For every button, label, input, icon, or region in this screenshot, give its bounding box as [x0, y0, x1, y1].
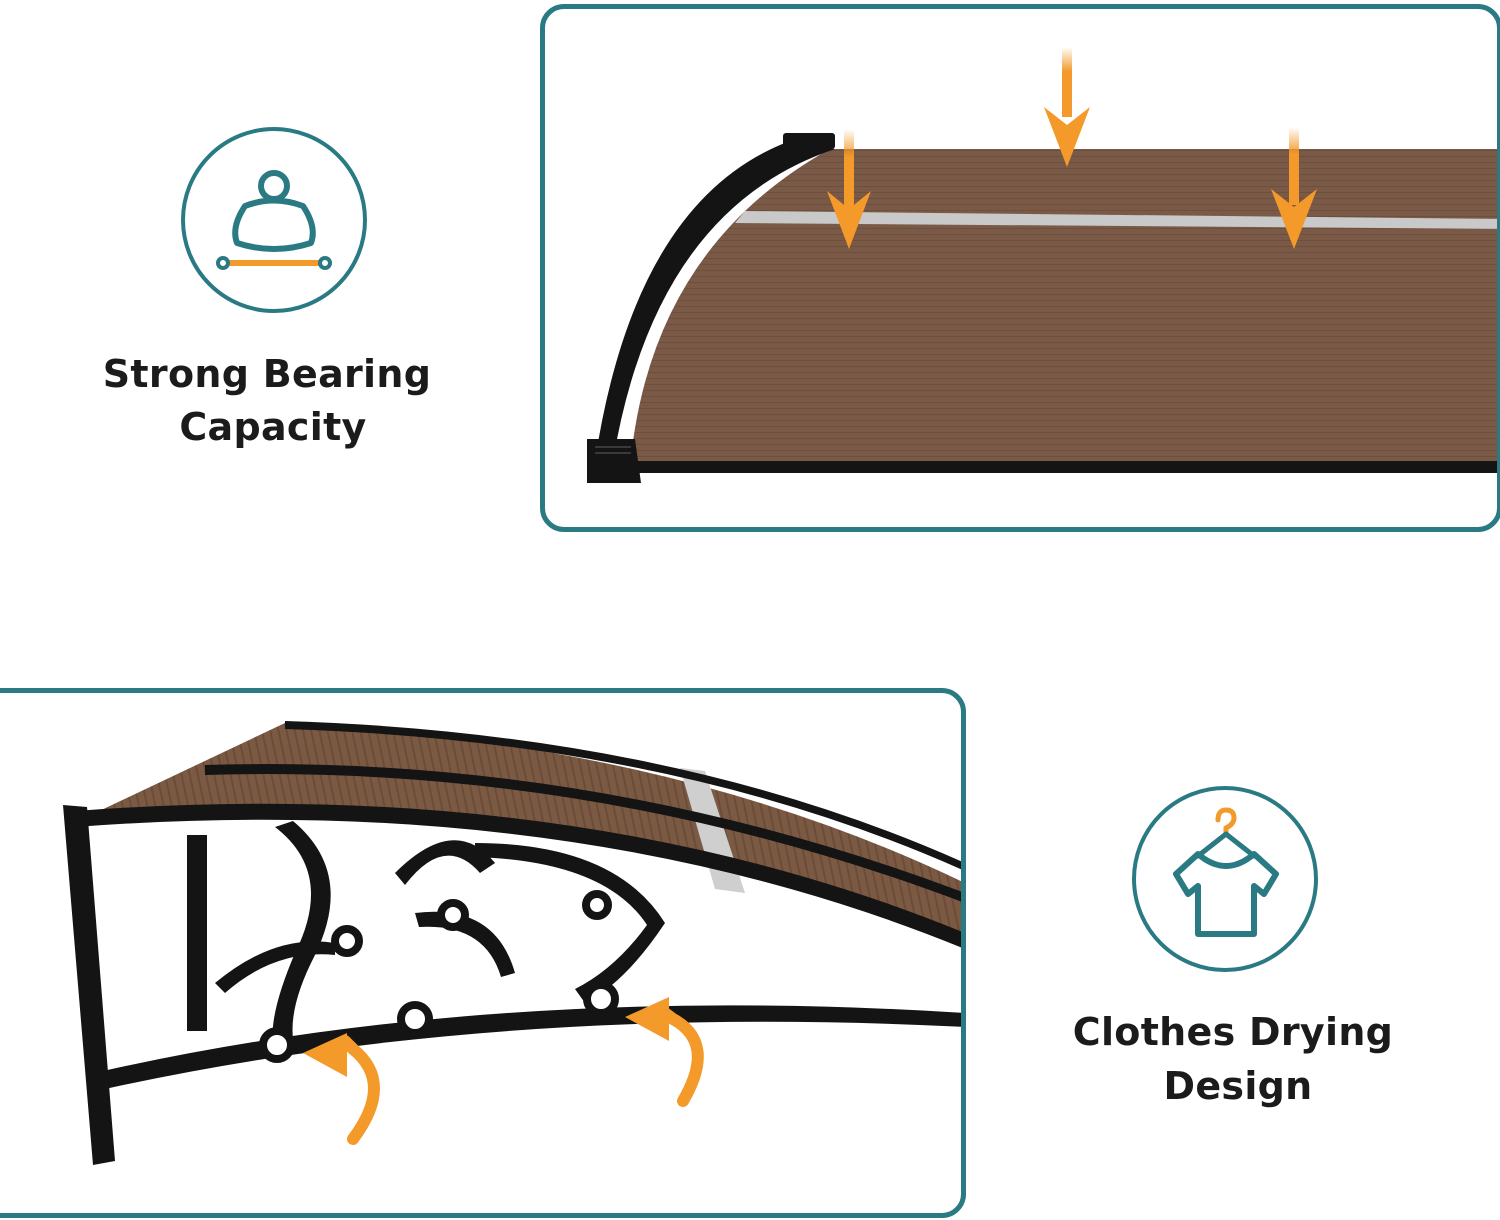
- bearing-label-line2: Capacity: [179, 405, 367, 449]
- canopy-bracket-photo-frame: [0, 688, 966, 1218]
- drying-label-line2: Design: [1163, 1064, 1313, 1108]
- canopy-bracket-illustration: [63, 721, 961, 1165]
- hanging-point-arrow-2: [625, 997, 704, 1107]
- drying-label-line1: Clothes Drying: [1072, 1010, 1394, 1054]
- bearing-icon-circle: [181, 127, 367, 313]
- feature-clothes-drying: Clothes Drying Design: [966, 688, 1500, 1220]
- hanger-shirt-icon: [1173, 807, 1279, 937]
- drying-icon-circle: [1132, 786, 1318, 972]
- load-arrow-3: [1271, 127, 1317, 249]
- weight-icon: [216, 170, 332, 270]
- canopy-top-photo-frame: [540, 4, 1500, 532]
- feature-bearing-capacity: Strong Bearing Capacity: [0, 0, 540, 520]
- canopy-top-illustration: [587, 47, 1497, 483]
- load-arrow-1: [827, 129, 871, 249]
- bearing-label-line1: Strong Bearing: [102, 352, 432, 396]
- hanging-point-arrow-1: [303, 1033, 380, 1145]
- load-arrow-2: [1044, 47, 1090, 167]
